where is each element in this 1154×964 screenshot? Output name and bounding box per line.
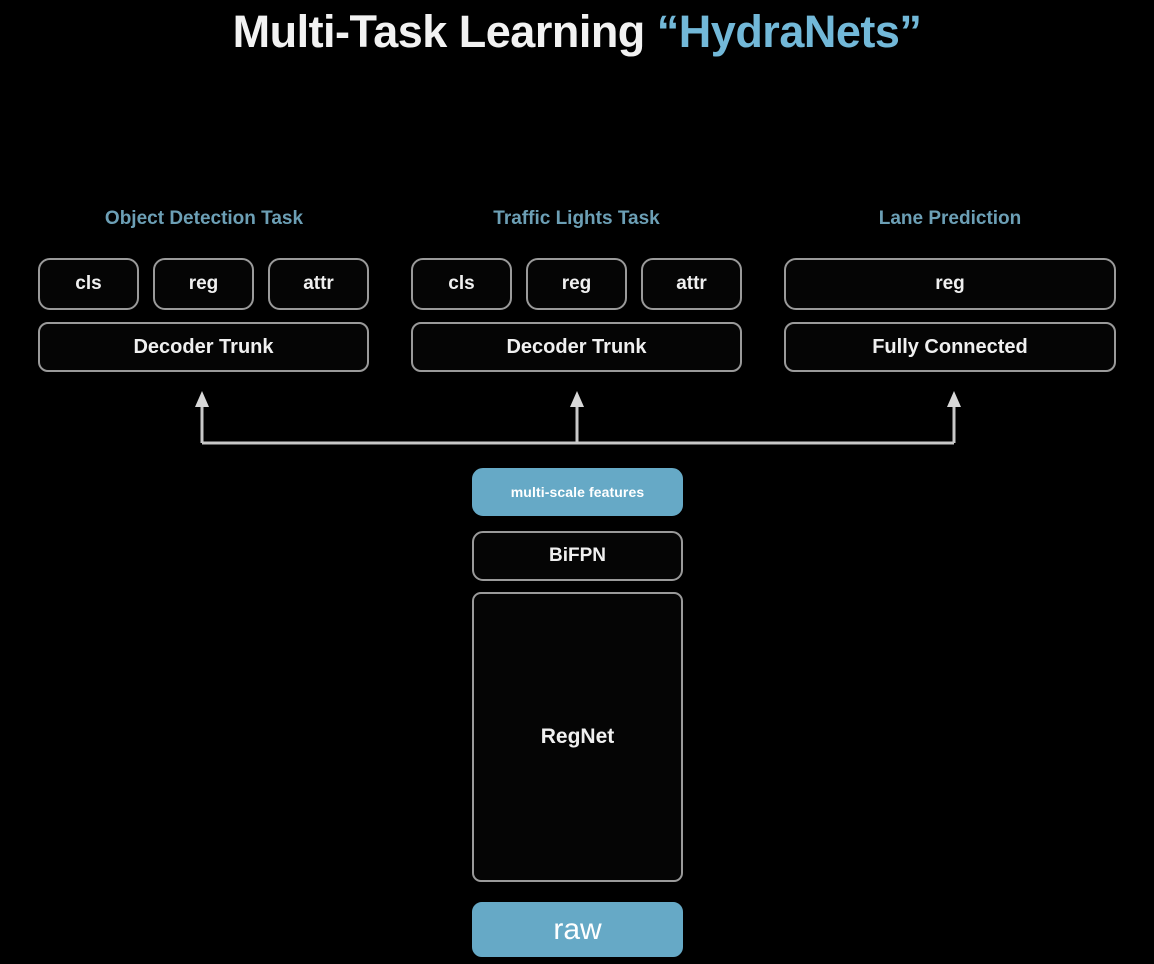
task-label-traffic-lights: Traffic Lights Task — [493, 208, 660, 229]
head-box-traffic-lights-reg[interactable]: reg — [526, 258, 627, 310]
trunk-box-object-detection[interactable]: Decoder Trunk — [38, 322, 369, 372]
title-accent: “HydraNets” — [656, 6, 922, 57]
trunk-box-traffic-lights[interactable]: Decoder Trunk — [411, 322, 742, 372]
backbone-box-multi-scale-features[interactable]: multi-scale features — [472, 468, 683, 516]
head-box-traffic-lights-cls[interactable]: cls — [411, 258, 512, 310]
task-label-lane-prediction: Lane Prediction — [878, 208, 1022, 229]
task-label-object-detection: Object Detection Task — [104, 208, 304, 229]
head-box-object-detection-reg[interactable]: reg — [153, 258, 254, 310]
trunk-box-lane-prediction[interactable]: Fully Connected — [784, 322, 1116, 372]
head-box-lane-prediction-reg[interactable]: reg — [784, 258, 1116, 310]
head-box-object-detection-attr[interactable]: attr — [268, 258, 369, 310]
page-title: Multi-Task Learning “HydraNets” — [0, 6, 1154, 58]
backbone-box-raw[interactable]: raw — [472, 902, 683, 957]
head-box-object-detection-cls[interactable]: cls — [38, 258, 139, 310]
backbone-box-regnet[interactable]: RegNet — [472, 592, 683, 882]
backbone-box-bifpn[interactable]: BiFPN — [472, 531, 683, 581]
title-main: Multi-Task Learning — [232, 6, 657, 57]
head-box-traffic-lights-attr[interactable]: attr — [641, 258, 742, 310]
